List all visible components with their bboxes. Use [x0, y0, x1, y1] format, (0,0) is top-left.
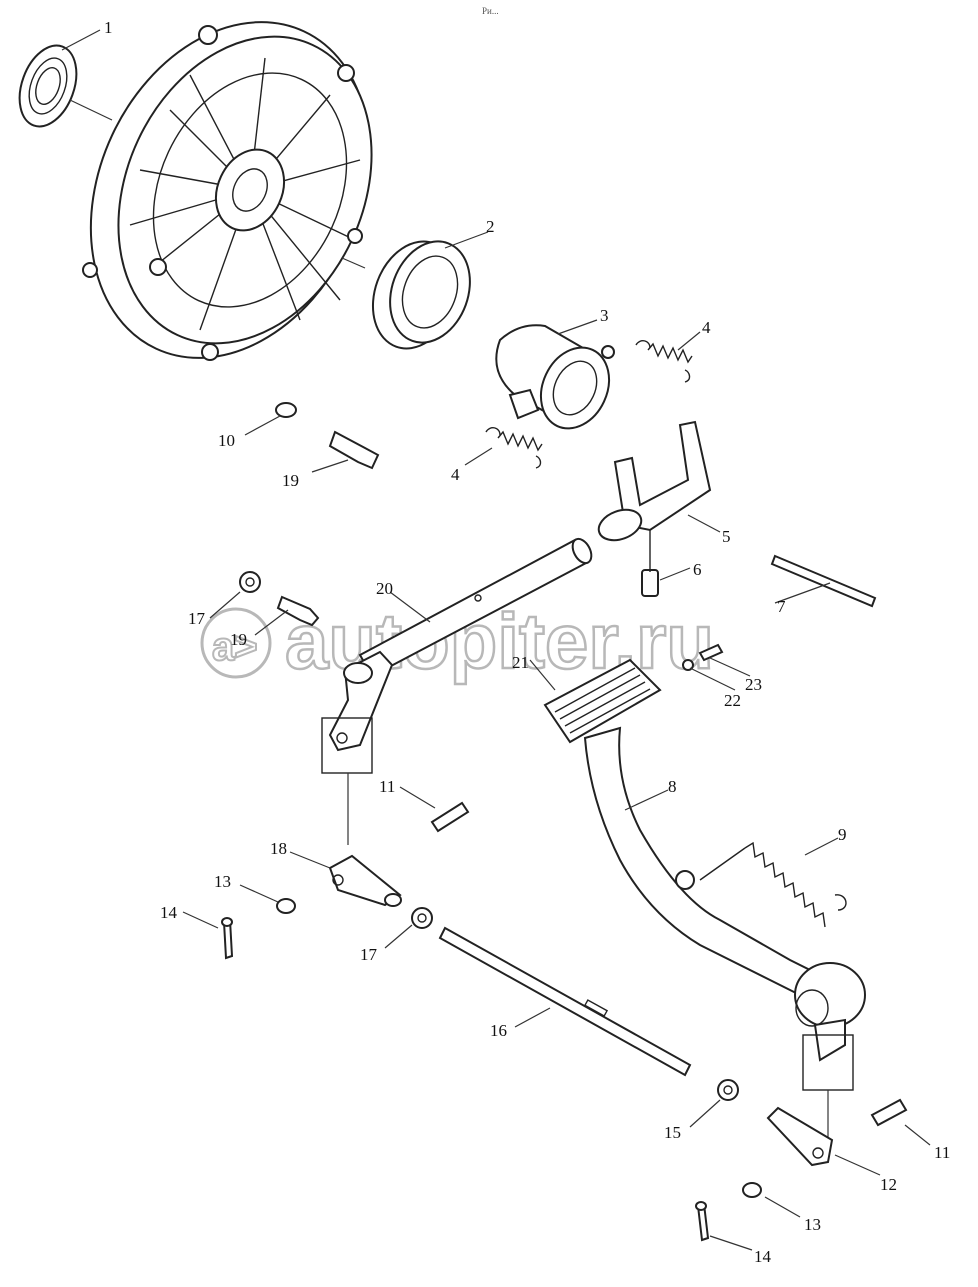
part-8-pedal-arm	[583, 726, 866, 1062]
part-9-return-spring	[699, 841, 847, 928]
callout-5: 5	[722, 527, 731, 546]
callout-21: 21	[512, 653, 529, 672]
part-2-release-bearing	[371, 240, 471, 350]
part-17-nut-lower	[411, 907, 433, 929]
part-22-washer	[682, 659, 694, 671]
header-mark: Ри...	[482, 6, 499, 16]
callout-2: 2	[486, 217, 495, 236]
callout-19-top: 19	[282, 471, 299, 490]
callout-labels: 1 2 3 4 4 5 6 7 8 9 10 19 17 19 20 21 22…	[104, 18, 950, 1266]
part-3-bearing-sleeve	[495, 324, 615, 430]
part-7-key-pin	[770, 554, 877, 608]
upper-release-lever	[328, 650, 394, 752]
part-14-cotter-pin-lower	[695, 1201, 710, 1242]
part-13-washer-upper	[276, 898, 296, 914]
watermark-logo-glyph: a>	[212, 625, 258, 669]
clutch-assembly	[82, 21, 373, 361]
part-21-pedal-pad	[543, 658, 662, 744]
callout-3: 3	[600, 306, 609, 325]
callout-11-upper: 11	[379, 777, 395, 796]
part-14-cotter-pin-upper	[221, 917, 234, 960]
part-5-release-fork	[597, 420, 712, 560]
part-4-spring-upper	[635, 340, 693, 383]
callout-16: 16	[490, 1021, 507, 1040]
part-17-nut-upper	[239, 571, 261, 593]
part-10-washer	[275, 402, 297, 418]
part-13-washer-lower	[742, 1182, 762, 1198]
part-19-bolt-mid	[276, 595, 320, 627]
callout-4-lower: 4	[451, 465, 460, 484]
part-11-clevis-pin-lower	[870, 1098, 908, 1127]
part-19-bolt-top	[328, 430, 380, 470]
callout-19-mid: 19	[230, 630, 247, 649]
callout-8: 8	[668, 777, 677, 796]
watermark-logo-icon	[200, 607, 272, 679]
part-12-clevis-lower	[766, 1106, 834, 1167]
part-6-grease-fitting	[641, 560, 659, 597]
callout-10: 10	[218, 431, 235, 450]
callout-13-upper: 13	[214, 872, 231, 891]
part-11-clevis-pin-upper	[430, 801, 470, 833]
callout-4-upper: 4	[702, 318, 711, 337]
callout-15: 15	[664, 1123, 681, 1142]
upper-lever-tag	[321, 717, 373, 774]
callout-20: 20	[376, 579, 393, 598]
part-15-nut	[717, 1079, 739, 1101]
callout-7: 7	[777, 597, 786, 616]
part-23-bolt	[698, 643, 724, 662]
callout-6: 6	[693, 560, 702, 579]
callout-18: 18	[270, 839, 287, 858]
callout-14-lower: 14	[754, 1247, 772, 1266]
callout-22: 22	[724, 691, 741, 710]
callout-9: 9	[838, 825, 847, 844]
callout-17-lower: 17	[360, 945, 378, 964]
callout-17-upper: 17	[188, 609, 206, 628]
callout-14-upper: 14	[160, 903, 178, 922]
part-4-spring-lower	[485, 427, 543, 469]
callout-1: 1	[104, 18, 113, 37]
part-16-pushrod	[438, 926, 692, 1077]
callout-11-lower: 11	[934, 1143, 950, 1162]
callout-23: 23	[745, 675, 762, 694]
callout-12: 12	[880, 1175, 897, 1194]
callout-13-lower: 13	[804, 1215, 821, 1234]
part-1-pilot-bearing	[18, 44, 78, 128]
part-18-clevis-upper	[328, 854, 402, 907]
leader-lines	[61, 29, 931, 1251]
